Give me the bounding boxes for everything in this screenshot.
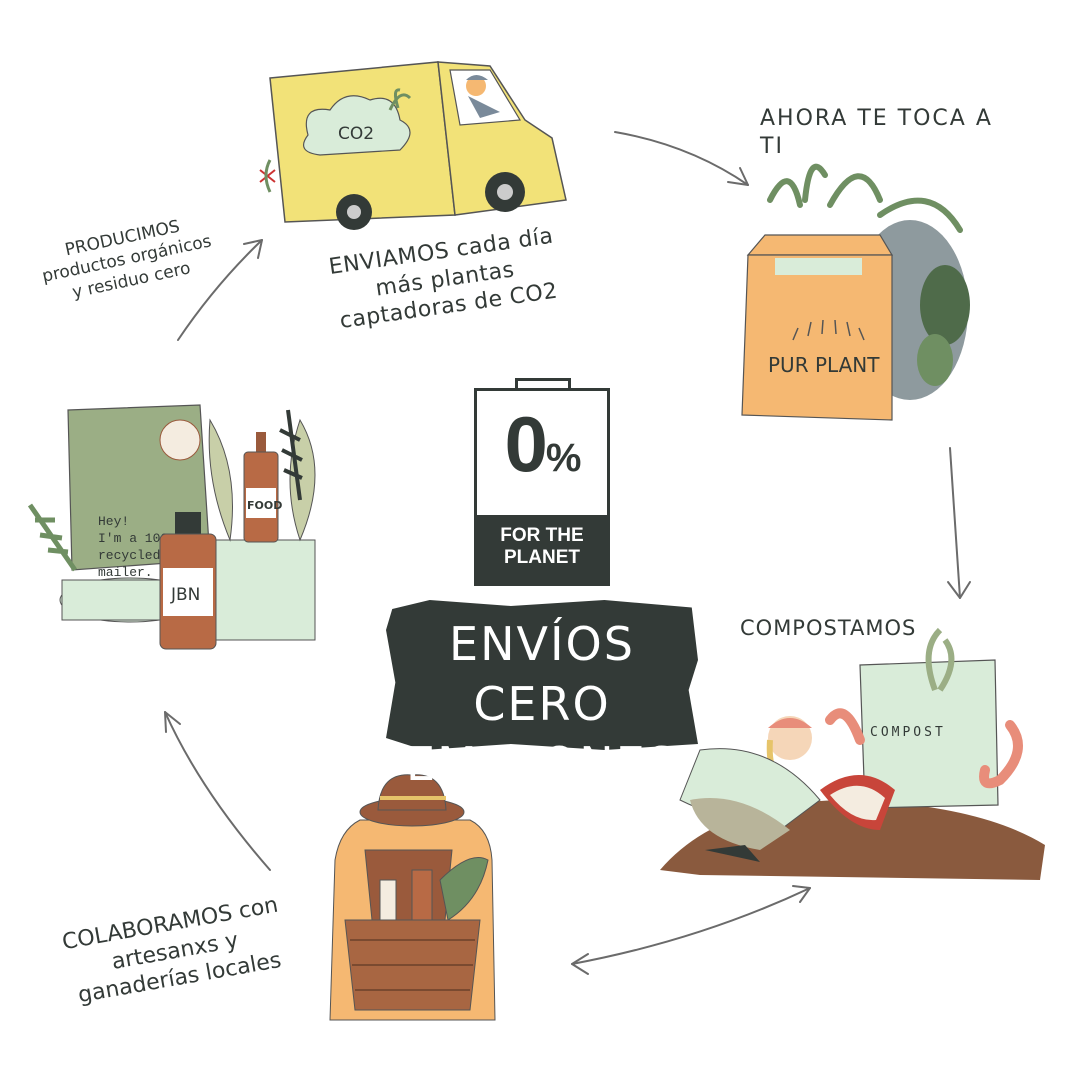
compost-bag-text: COMPOST <box>870 725 946 740</box>
badge-footer-line2: PLANET <box>504 547 580 568</box>
zero-percent-badge: 0% FOR THE PLANET <box>474 388 610 586</box>
badge-percentage: 0% <box>477 399 607 490</box>
truck-cloud-text: CO2 <box>338 124 374 144</box>
bottle-large-text: JBN <box>170 585 200 605</box>
plant-box-illustration: PUR PLANT <box>741 163 970 421</box>
headline-line2: EMISIONES <box>406 737 678 791</box>
label-ahora-te-toca: AHORA TE TOCA A TI <box>760 106 993 159</box>
headline-line1: ENVÍOS CERO <box>449 617 635 731</box>
battery-cap <box>515 378 571 390</box>
badge-unit: % <box>545 436 582 480</box>
label-compostamos: COMPOSTAMOS <box>740 616 917 640</box>
farmer-illustration <box>329 774 496 1021</box>
mailer-text: Hey! I'm a 100 recycled mailer. <box>98 514 176 580</box>
badge-footer-line1: FOR THE <box>500 525 584 546</box>
products-illustration: Hey! I'm a 100 recycled mailer. FOOD JBN <box>27 404 316 650</box>
compost-illustration: COMPOST <box>660 627 1045 880</box>
headline-banner: ENVÍOS CERO EMISIONES <box>386 600 698 791</box>
arrow-compost-to-farmer <box>571 887 811 965</box>
headline-text: ENVÍOS CERO EMISIONES <box>386 614 698 794</box>
arrow-farmer-to-products <box>164 711 271 871</box>
headline-background <box>386 600 698 750</box>
arrow-products-to-truck <box>177 239 263 341</box>
box-brand-text: PUR PLANT <box>768 353 880 377</box>
bottle-small-text: FOOD <box>247 499 282 512</box>
truck-illustration: CO2 <box>259 61 567 230</box>
arrow-box-to-compost <box>949 447 961 599</box>
arrow-truck-to-box <box>614 131 749 186</box>
badge-value: 0 <box>504 400 548 488</box>
badge-footer: FOR THE PLANET <box>477 515 607 583</box>
